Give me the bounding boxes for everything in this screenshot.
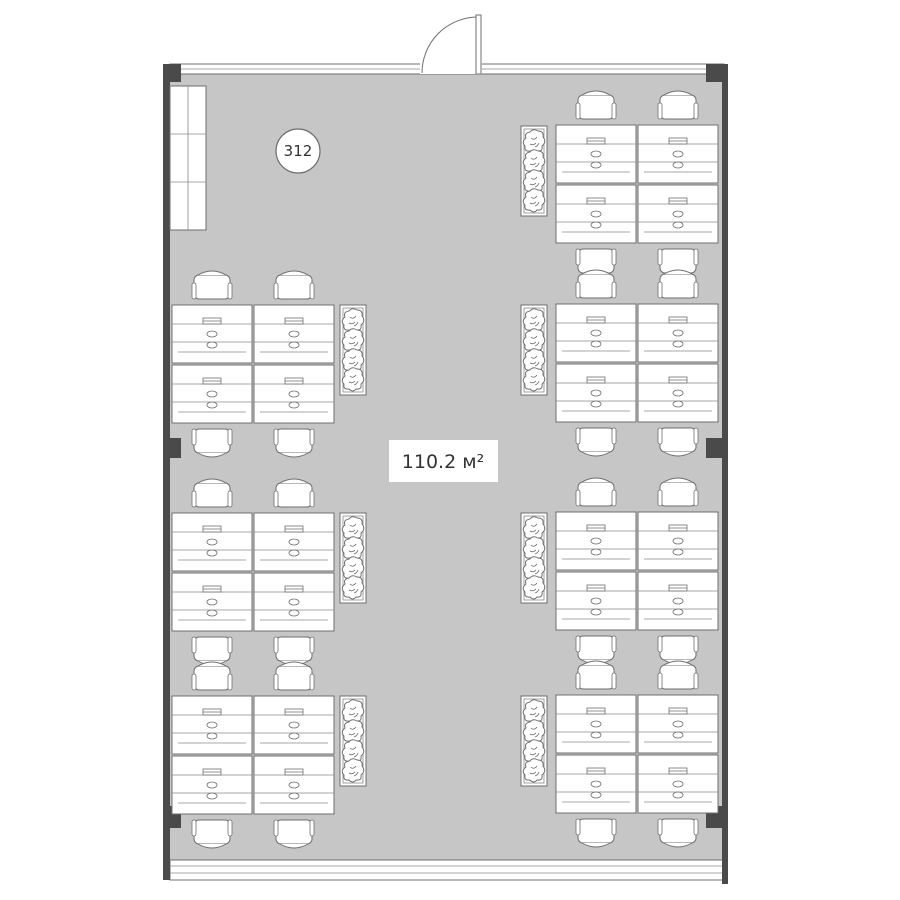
room-number-badge: 312 — [275, 128, 321, 174]
area-label-box: 110.2 м² — [389, 440, 498, 482]
entrance-door — [420, 14, 482, 75]
room-number: 312 — [284, 142, 313, 160]
storage-cabinet — [169, 85, 207, 231]
bottom-window — [169, 859, 725, 881]
area-label: 110.2 м² — [402, 451, 484, 473]
walls — [163, 64, 728, 884]
